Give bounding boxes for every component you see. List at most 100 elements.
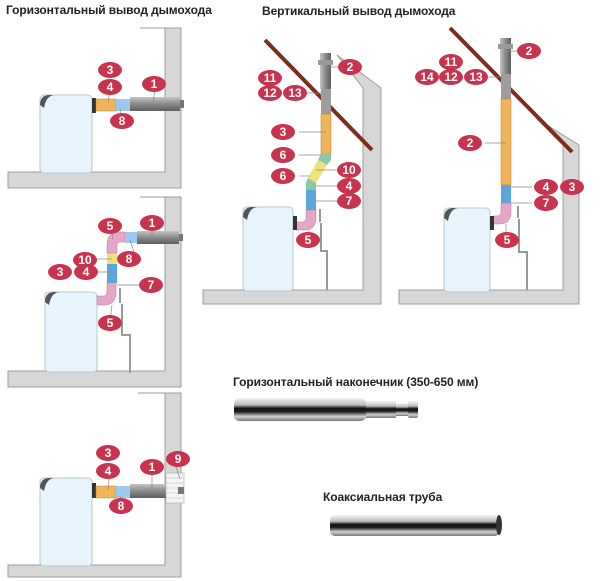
label-badge: 13 [464,69,488,85]
horizontal-outlet-title: Горизонтальный вывод дымохода [6,3,212,17]
panel-vertical-1 [202,38,382,305]
svg-text:3: 3 [280,125,287,139]
label-badge: 5 [296,232,320,248]
svg-text:2: 2 [526,44,533,58]
label-badge: 8 [117,251,141,267]
svg-text:12: 12 [263,86,277,100]
label-badge: 13 [283,85,307,101]
roof-terminal [500,38,511,74]
svg-text:9: 9 [175,452,182,466]
svg-text:10: 10 [342,163,356,177]
label-badge: 11 [439,54,463,70]
pipe-green-elbow-top [318,154,331,165]
label-badge: 6 [271,147,295,163]
boiler [39,477,96,567]
pipe-yellow [107,253,117,264]
label-badge: 2 [517,43,541,59]
label-badge: 3 [98,62,122,78]
label-badge: 1 [140,215,164,231]
svg-text:10: 10 [78,253,92,267]
label-badge: 2 [338,59,362,75]
svg-text:7: 7 [346,194,353,208]
panel-horizontal-3 [7,392,185,578]
label-badge: 10 [337,162,361,178]
label-badge: 1 [140,459,164,475]
label-badge: 11 [258,70,282,86]
wall-grille [165,472,185,504]
svg-text:2: 2 [347,60,354,74]
svg-text:8: 8 [126,252,133,266]
label-badge: 7 [139,277,163,293]
pipe-yellow [308,160,327,183]
svg-text:8: 8 [118,499,125,513]
svg-text:11: 11 [445,55,458,69]
label-badge: 4 [98,79,122,95]
svg-text:5: 5 [305,233,312,247]
svg-text:13: 13 [469,70,483,84]
label-badge: 5 [495,232,519,248]
pipe-blue [116,99,130,111]
label-badges: 3 4 1 8 5 1 10 8 3 4 7 5 3 4 1 9 8 2 11 … [48,43,584,514]
wall [202,54,382,305]
label-badge: 6 [271,168,295,184]
label-badge: 4 [74,264,98,280]
label-badge: 12 [439,69,463,85]
label-badge: 5 [98,218,122,234]
label-badge: 14 [415,69,439,85]
pipe-orange [320,113,332,155]
svg-text:12: 12 [444,70,458,84]
pipe-orange [95,98,117,112]
label-badge: 2 [458,135,482,151]
panel-vertical-2 [398,26,580,305]
boiler [39,94,96,174]
svg-text:5: 5 [504,233,511,247]
label-badge: 4 [337,178,361,194]
condensate-drain [517,206,528,290]
coaxial-pipe-gray [130,97,180,111]
elbow-pink [492,202,512,225]
condensate-drain [119,288,131,373]
boiler [242,206,297,292]
label-badge: 10 [73,252,97,268]
pipe-tip [180,100,184,108]
svg-text:4: 4 [346,179,353,193]
svg-text:5: 5 [107,316,114,330]
svg-text:1: 1 [149,460,156,474]
label-badge: 3 [560,179,584,195]
label-badge: 8 [110,113,134,129]
svg-text:2: 2 [467,136,474,150]
label-badge: 4 [96,463,120,479]
svg-text:1: 1 [151,77,158,91]
boiler [443,207,494,293]
elbow-pink-top [106,231,126,254]
wall [398,117,580,305]
pipe-gray-vertical [501,74,511,99]
svg-text:3: 3 [57,265,64,279]
pipe-blue [306,190,316,210]
svg-text:13: 13 [288,86,302,100]
pipe-orange [95,485,117,499]
svg-text:8: 8 [119,114,126,128]
vertical-outlet-title: Вертикальный вывод дымохода [262,4,456,18]
label-badge: 3 [96,445,120,461]
svg-text:7: 7 [543,196,550,210]
wall [7,196,182,388]
svg-text:6: 6 [280,148,287,162]
label-badge: 9 [166,451,190,467]
pipe-tip [179,234,183,241]
svg-text:5: 5 [107,219,114,233]
panel-horizontal-1 [7,27,184,189]
svg-text:14: 14 [420,70,434,84]
svg-text:1: 1 [149,216,156,230]
label-badge: 4 [534,179,558,195]
elbow-pink-bottom [96,281,117,306]
horizontal-tip-title: Горизонтальный наконечник (350-650 мм) [233,375,479,389]
pipe-blue [501,185,511,203]
panel-horizontal-2 [7,196,183,388]
horizontal-tip-image [234,398,418,421]
pipe-green-elbow-bottom [306,178,316,190]
roof-terminal [320,53,331,89]
pipe-blue [107,264,117,283]
coaxial-pipe-gray [137,231,179,244]
